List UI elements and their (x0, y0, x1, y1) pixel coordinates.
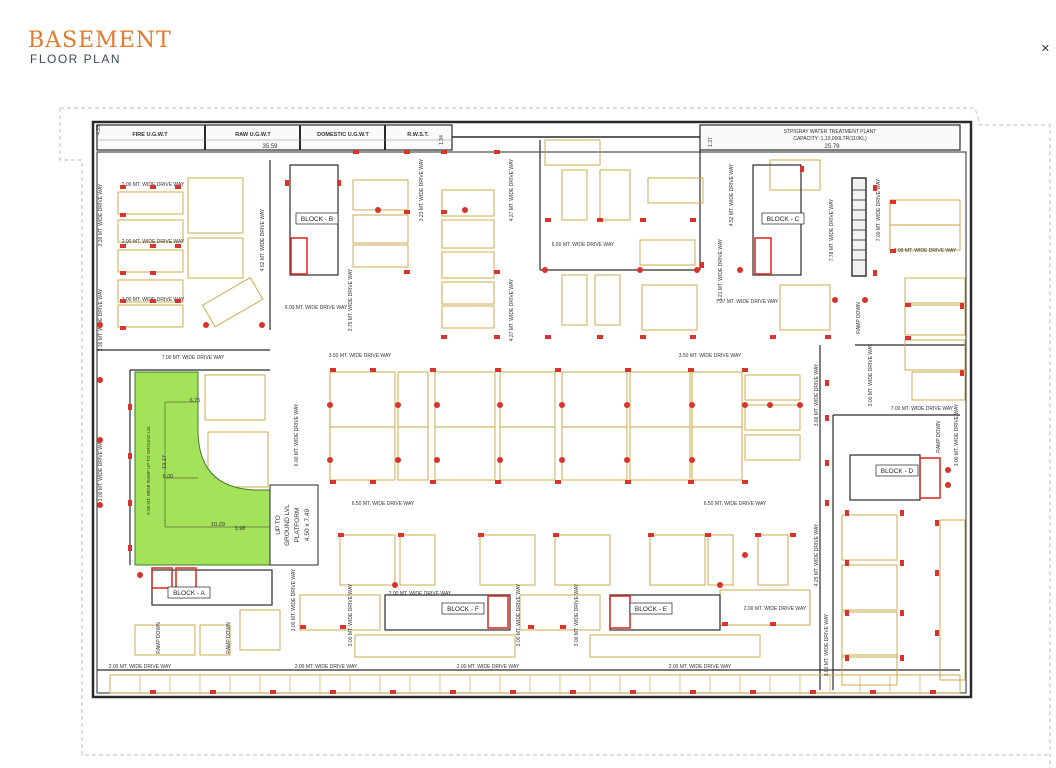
ramp-dim-top: 6.75 (190, 398, 201, 404)
svg-text:2.00 MT. WIDE DRIVE WAY: 2.00 MT. WIDE DRIVE WAY (669, 664, 732, 670)
round-columns (97, 207, 951, 588)
svg-text:6.50 MT. WIDE DRIVE WAY: 6.50 MT. WIDE DRIVE WAY (352, 501, 415, 507)
svg-text:4.25 MT. WIDE DRIVE WAY: 4.25 MT. WIDE DRIVE WAY (814, 523, 820, 586)
tank-labels: FIRE U.G.W.T RAW U.G.W.T DOMESTIC U.G.W.… (96, 125, 876, 150)
stp-label-1: STP/GRAY WATER TREATMENT PLANT (784, 129, 877, 135)
svg-text:3.50 MT. WIDE DRIVE WAY: 3.50 MT. WIDE DRIVE WAY (329, 353, 392, 359)
svg-text:4.27 MT. WIDE DRIVE WAY: 4.27 MT. WIDE DRIVE WAY (509, 158, 515, 221)
interior-walls (97, 140, 966, 690)
ramp-dim-side: 13.17 (162, 455, 168, 469)
svg-text:RAMP DOWN: RAMP DOWN (936, 421, 942, 453)
svg-text:6.00 MT. WIDE DRIVE WAY: 6.00 MT. WIDE DRIVE WAY (285, 305, 348, 311)
block-c-label: BLOCK - C (767, 216, 800, 223)
svg-text:6.50 MT. WIDE DRIVE WAY: 6.50 MT. WIDE DRIVE WAY (552, 242, 615, 248)
tanks-strip (96, 124, 961, 151)
svg-text:3.00 MT. WIDE DRIVE WAY: 3.00 MT. WIDE DRIVE WAY (954, 403, 960, 466)
plan-subtitle: FLOOR PLAN (30, 52, 122, 66)
block-e-label: BLOCK - E (635, 606, 668, 613)
svg-text:4.52 MT. WIDE DRIVE WAY: 4.52 MT. WIDE DRIVE WAY (729, 163, 735, 226)
svg-text:2.00 MT. WIDE DRIVE WAY: 2.00 MT. WIDE DRIVE WAY (744, 606, 807, 612)
platform-box (269, 484, 319, 566)
close-icon[interactable]: ✕ (1040, 43, 1050, 55)
tank-label-fire: FIRE U.G.W.T (132, 132, 168, 138)
site-boundary (59, 107, 1051, 768)
svg-text:6.50 MT. WIDE DRIVE WAY: 6.50 MT. WIDE DRIVE WAY (704, 501, 767, 507)
svg-text:5.21 MT. WIDE DRIVE WAY: 5.21 MT. WIDE DRIVE WAY (718, 238, 724, 301)
svg-text:3.75 MT. WIDE DRIVE WAY: 3.75 MT. WIDE DRIVE WAY (348, 268, 354, 331)
tank-label-raw: RAW U.G.W.T (235, 132, 271, 138)
svg-text:2.00 MT. WIDE DRIVE WAY: 2.00 MT. WIDE DRIVE WAY (295, 664, 358, 670)
svg-text:3.00 MT. WIDE DRIVE WAY: 3.00 MT. WIDE DRIVE WAY (824, 613, 830, 676)
dim-side-b: 1.34 (439, 135, 445, 145)
block-a-label: BLOCK - A (173, 590, 205, 597)
svg-text:4.27 MT. WIDE DRIVE WAY: 4.27 MT. WIDE DRIVE WAY (509, 278, 515, 341)
basement-outer-wall (91, 120, 973, 699)
dim-side-a: 4.35 (96, 125, 102, 135)
platform-labels: UP TO GROUND LVL PLATFORM 4.50 x 7.49 (275, 504, 311, 546)
ramp-label: 6.00 MT. WIDE RAMP UP TO GROUND LVL (146, 425, 151, 515)
svg-text:PLATFORM: PLATFORM (294, 508, 301, 543)
tank-label-rwst: R.W.S.T. (407, 132, 429, 138)
ramp-dim-inner: 3.98 (235, 526, 246, 532)
svg-text:3.00 MT. WIDE DRIVE WAY: 3.00 MT. WIDE DRIVE WAY (98, 438, 104, 501)
tank-dim-width: 35.59 (262, 144, 278, 150)
svg-text:3.23 MT. WIDE DRIVE WAY: 3.23 MT. WIDE DRIVE WAY (419, 158, 425, 221)
structural-columns (120, 150, 964, 694)
svg-text:3.00 MT. WIDE DRIVE WAY: 3.00 MT. WIDE DRIVE WAY (291, 568, 297, 631)
svg-text:4.50 x 7.49: 4.50 x 7.49 (304, 509, 311, 542)
svg-text:2.36 MT. WIDE DRIVE WAY: 2.36 MT. WIDE DRIVE WAY (98, 183, 104, 246)
block-b-label: BLOCK - B (301, 216, 333, 223)
ramp-up-to-ground (134, 371, 271, 566)
svg-text:7.00 MT. WIDE DRIVE WAY: 7.00 MT. WIDE DRIVE WAY (876, 178, 882, 241)
tank-label-domestic: DOMESTIC U.G.W.T (317, 132, 369, 138)
block-d-label: BLOCK - D (881, 468, 914, 475)
block-f-label: BLOCK - F (447, 606, 479, 613)
parking-slots (109, 139, 966, 694)
ramp-dim-mid: 6.00 (163, 474, 174, 480)
stp-dim-width: 25.79 (824, 144, 840, 150)
svg-text:7.37 MT. WIDE DRIVE WAY: 7.37 MT. WIDE DRIVE WAY (716, 299, 779, 305)
svg-text:3.00 MT. WIDE DRIVE WAY: 3.00 MT. WIDE DRIVE WAY (868, 343, 874, 406)
plan-title: BASEMENT (28, 28, 172, 53)
svg-text:7.00 MT. WIDE DRIVE WAY: 7.00 MT. WIDE DRIVE WAY (894, 248, 957, 254)
svg-text:3.00 MT. WIDE DRIVE WAY: 3.00 MT. WIDE DRIVE WAY (574, 583, 580, 646)
svg-text:RAMP DOWN: RAMP DOWN (156, 622, 162, 654)
svg-text:2.00 MT. WIDE DRIVE WAY: 2.00 MT. WIDE DRIVE WAY (122, 239, 185, 245)
ramp-dimensions: 6.75 6.00 10.29 13.17 3.98 6.00 MT. WIDE… (146, 398, 270, 532)
staircase-c (851, 177, 867, 277)
svg-text:7.78 MT. WIDE DRIVE WAY: 7.78 MT. WIDE DRIVE WAY (829, 198, 835, 261)
stp-label-2: CAPACITY :1,10,000LTR(110KL) (793, 136, 867, 142)
svg-text:RAMP DOWN: RAMP DOWN (226, 622, 232, 654)
svg-text:3.50 MT. WIDE DRIVE WAY: 3.50 MT. WIDE DRIVE WAY (679, 353, 742, 359)
svg-text:7.00 MT. WIDE DRIVE WAY: 7.00 MT. WIDE DRIVE WAY (891, 406, 954, 412)
svg-text:GROUND LVL: GROUND LVL (284, 504, 291, 546)
svg-text:3.00 MT. WIDE DRIVE WAY: 3.00 MT. WIDE DRIVE WAY (348, 583, 354, 646)
svg-text:2.00 MT. WIDE DRIVE WAY: 2.00 MT. WIDE DRIVE WAY (389, 591, 452, 597)
svg-text:7.00 MT. WIDE DRIVE WAY: 7.00 MT. WIDE DRIVE WAY (162, 355, 225, 361)
svg-text:6.00 MT. WIDE DRIVE WAY: 6.00 MT. WIDE DRIVE WAY (294, 403, 300, 466)
block-labels: BLOCK - B BLOCK - C BLOCK - D BLOCK - A … (167, 212, 919, 615)
ramp-dim-bottom: 10.29 (211, 522, 225, 528)
svg-text:UP TO: UP TO (275, 515, 282, 535)
bottom-slot-dividers (139, 675, 921, 693)
svg-text:2.36 MT. WIDE DRIVE WAY: 2.36 MT. WIDE DRIVE WAY (98, 288, 104, 351)
svg-text:2.00 MT. WIDE DRIVE WAY: 2.00 MT. WIDE DRIVE WAY (457, 664, 520, 670)
svg-text:3.66 MT. WIDE DRIVE WAY: 3.66 MT. WIDE DRIVE WAY (814, 363, 820, 426)
driveway-labels: 2.00 MT. WIDE DRIVE WAY 2.00 MT. WIDE DR… (98, 158, 960, 676)
dim-side-c: 1.37 (708, 137, 714, 147)
svg-text:2.00 MT. WIDE DRIVE WAY: 2.00 MT. WIDE DRIVE WAY (109, 664, 172, 670)
svg-text:RAMP DOWN: RAMP DOWN (856, 302, 862, 334)
svg-text:4.52 MT. WIDE DRIVE WAY: 4.52 MT. WIDE DRIVE WAY (260, 208, 266, 271)
svg-text:3.00 MT. WIDE DRIVE WAY: 3.00 MT. WIDE DRIVE WAY (516, 583, 522, 646)
